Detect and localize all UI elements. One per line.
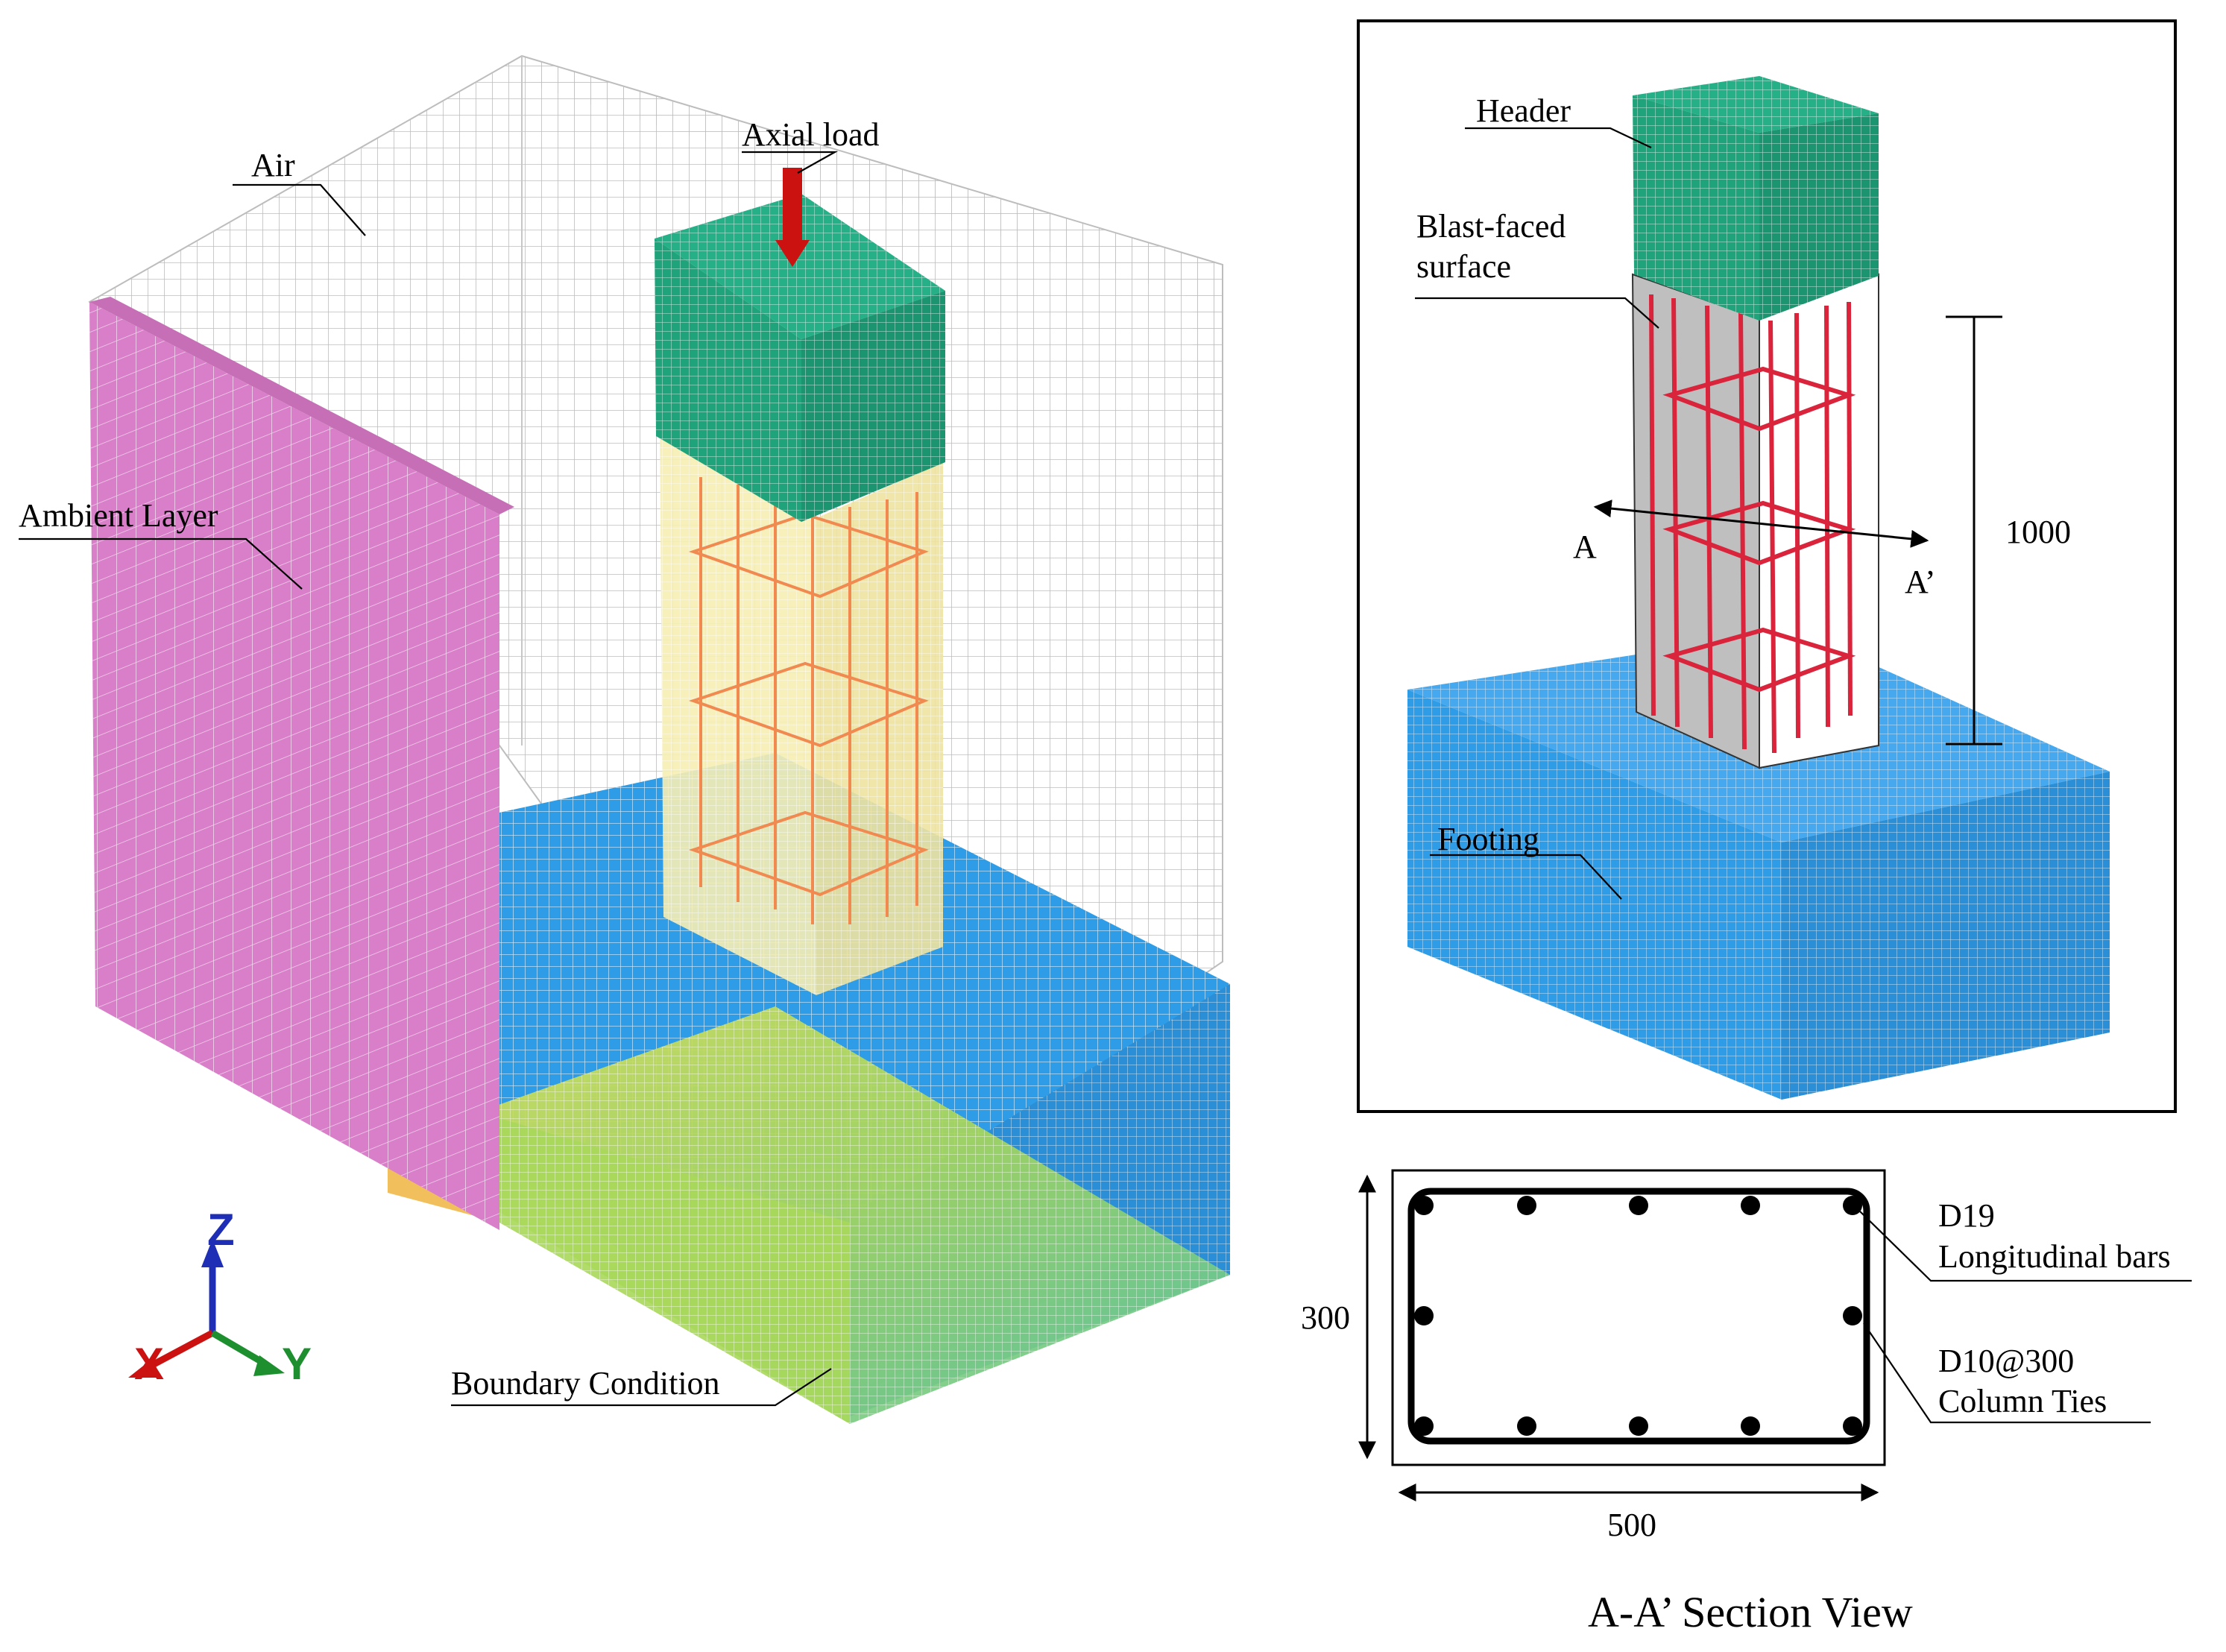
longitudinal-bars (1414, 1196, 1862, 1436)
section-outline (1391, 1169, 1886, 1466)
ambient-layer-wall (89, 297, 514, 1230)
label-blast-faced-2: surface (1416, 248, 1511, 285)
bar (1629, 1416, 1648, 1436)
bar (1414, 1416, 1434, 1436)
column-tie (1407, 1188, 1870, 1445)
detail-column (1631, 273, 1879, 769)
main-model (88, 54, 1230, 1424)
bar (1414, 1306, 1434, 1325)
label-section-a: A (1573, 529, 1597, 565)
label-footing: Footing (1437, 821, 1539, 857)
label-width-dim: 500 (1607, 1507, 1656, 1543)
section-dimensions (1358, 1174, 1879, 1501)
column-body (660, 429, 943, 995)
axis-triad: Z X Y (128, 1205, 312, 1389)
label-long-bars-2: Longitudinal bars (1938, 1238, 2171, 1275)
bar (1629, 1196, 1648, 1215)
section-cut-line (1593, 499, 1929, 548)
leader-lines-left (19, 151, 839, 1407)
label-header: Header (1476, 92, 1571, 129)
axis-z-label: Z (207, 1205, 235, 1255)
label-ambient-layer: Ambient Layer (19, 497, 218, 534)
label-ties-1: D10@300 (1938, 1343, 2074, 1379)
height-dimension (1946, 315, 2002, 745)
label-blast-faced-1: Blast-faced (1416, 208, 1566, 245)
label-section-a-prime: A’ (1905, 564, 1936, 600)
detail-model (1407, 76, 2110, 1100)
axial-load-arrow (775, 168, 810, 267)
label-ties-2: Column Ties (1938, 1383, 2107, 1419)
leader-lines-detail (1415, 127, 1659, 900)
rebar-cage-main (688, 477, 929, 924)
section-view-title: A-A’ Section View (1588, 1588, 1913, 1636)
section-leaders (1859, 1211, 2192, 1424)
bar (1843, 1306, 1862, 1325)
axis-x-label: X (134, 1339, 164, 1389)
header-block-main (655, 194, 945, 522)
bar (1843, 1196, 1862, 1215)
detail-header (1633, 76, 1879, 321)
section-view (1358, 1169, 2192, 1501)
label-long-bars-1: D19 (1938, 1197, 1995, 1234)
label-depth-dim: 300 (1301, 1299, 1350, 1336)
axis-y-label: Y (282, 1339, 312, 1389)
bar (1414, 1196, 1434, 1215)
label-boundary-condition: Boundary Condition (451, 1365, 720, 1402)
bar (1741, 1196, 1760, 1215)
label-axial-load: Axial load (742, 116, 880, 153)
label-air: Air (251, 147, 295, 183)
label-height-dim: 1000 (2005, 514, 2071, 550)
bar (1517, 1416, 1536, 1436)
bar (1517, 1196, 1536, 1215)
bar (1741, 1416, 1760, 1436)
bar (1843, 1416, 1862, 1436)
